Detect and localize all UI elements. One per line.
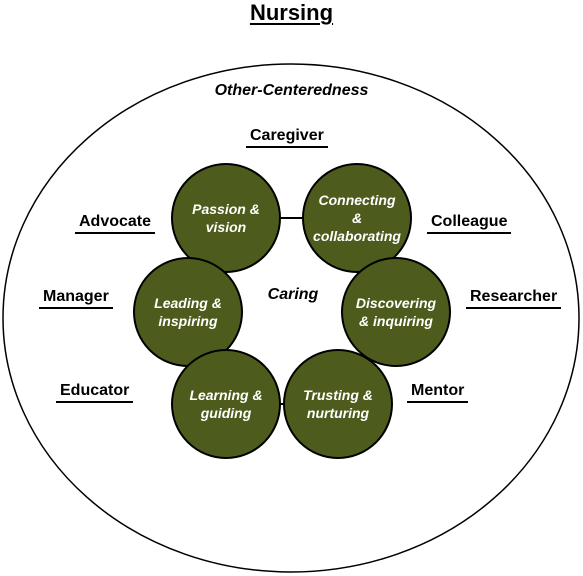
- node-discovering-inquiring: Discovering & inquiring: [341, 257, 451, 367]
- diagram-title: Nursing: [0, 0, 583, 26]
- role-mentor: Mentor: [407, 382, 469, 403]
- node-learning-guiding: Learning & guiding: [171, 349, 281, 459]
- role-colleague: Colleague: [427, 213, 512, 234]
- diagram-title-text: Nursing: [249, 0, 334, 25]
- role-advocate: Advocate: [75, 213, 156, 234]
- node-label: Discovering & inquiring: [355, 295, 437, 329]
- node-connecting-collaborating: Connecting & collaborating: [302, 163, 412, 273]
- node-label: Leading & inspiring: [154, 295, 222, 329]
- center-label: Caring: [267, 286, 319, 303]
- role-manager: Manager: [39, 288, 113, 309]
- role-researcher: Researcher: [466, 288, 562, 309]
- node-trusting-nurturing: Trusting & nurturing: [283, 349, 393, 459]
- node-label: Passion & vision: [192, 201, 260, 235]
- node-label: Learning & guiding: [189, 387, 263, 421]
- node-leading-inspiring: Leading & inspiring: [133, 257, 243, 367]
- outer-label: Other-Centeredness: [214, 82, 369, 99]
- node-label: Trusting & nurturing: [303, 387, 373, 421]
- outer-ellipse: [2, 63, 580, 573]
- role-educator: Educator: [56, 382, 134, 403]
- node-label: Connecting & collaborating: [313, 192, 401, 244]
- role-caregiver: Caregiver: [246, 127, 328, 148]
